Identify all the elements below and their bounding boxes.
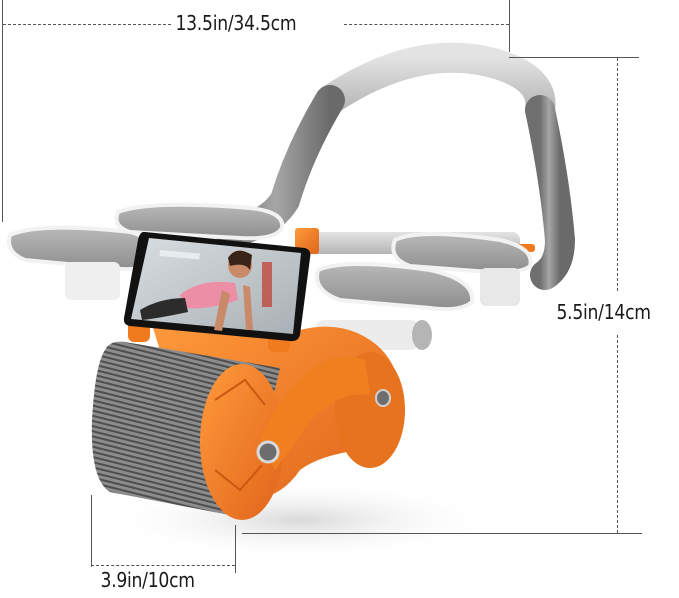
wheel-extent-right-line (235, 525, 236, 573)
wheel-extent-left-line (91, 495, 92, 567)
width-extent-left-line (2, 0, 3, 222)
height-dimension-line-bottom (617, 335, 618, 533)
width-dimension-label: 13.5in/34.5cm (172, 11, 300, 35)
height-dimension-label: 5.5in/14cm (553, 300, 655, 324)
height-extent-top-line (509, 57, 639, 58)
width-extent-right-line (509, 0, 510, 52)
wheel-width-dimension-label: 3.9in/10cm (100, 568, 195, 592)
wheel-dimension-line (91, 565, 235, 566)
phone-with-workout-video (123, 231, 311, 342)
width-dimension-line-left (3, 24, 171, 25)
width-dimension-line-right (344, 24, 509, 25)
height-dimension-line-top (617, 58, 618, 291)
height-extent-bottom-line (242, 533, 642, 534)
